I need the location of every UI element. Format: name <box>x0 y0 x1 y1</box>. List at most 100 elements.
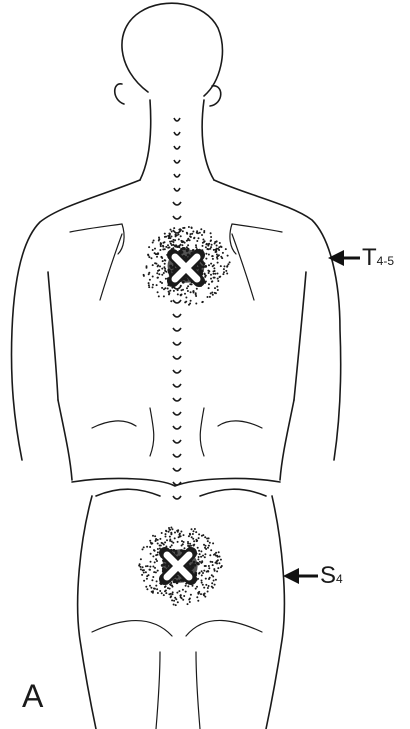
stipple-dot <box>199 553 201 555</box>
stipple-dot <box>177 293 179 295</box>
head <box>115 3 223 106</box>
stipple-dot <box>204 273 206 275</box>
stipple-dot <box>143 546 145 548</box>
stipple-dot <box>174 537 176 539</box>
stipple-dot <box>195 244 197 246</box>
stipple-dot <box>200 556 202 558</box>
stipple-dot <box>145 586 147 588</box>
stipple-dot <box>210 549 212 551</box>
vertebra-mark <box>173 384 181 387</box>
stipple-dot <box>143 275 145 277</box>
stipple-dot <box>214 273 216 275</box>
stipple-dot <box>192 231 194 233</box>
stipple-dot <box>197 558 199 560</box>
stipple-dot <box>165 530 167 532</box>
stipple-dot <box>209 248 211 250</box>
stipple-dot <box>152 264 154 266</box>
stipple-dot <box>155 585 157 587</box>
stipple-dot <box>179 595 181 597</box>
stipple-dot <box>176 530 178 532</box>
stipple-dot <box>155 571 157 573</box>
stipple-dot <box>146 578 148 580</box>
stipple-dot <box>214 243 216 245</box>
stipple-dot <box>214 584 216 586</box>
stipple-dot <box>174 239 176 241</box>
stipple-dot <box>180 535 182 537</box>
stipple-dot <box>198 556 200 558</box>
stipple-dot <box>221 246 223 248</box>
stipple-dot <box>222 252 224 254</box>
stipple-dot <box>225 248 227 250</box>
stipple-dot <box>181 540 183 542</box>
stipple-dot <box>168 531 170 533</box>
stipple-dot <box>148 286 150 288</box>
stipple-dot <box>202 301 204 303</box>
stipple-dot <box>212 294 214 296</box>
arrow-s4-icon <box>283 568 318 584</box>
stipple-dot <box>207 270 209 272</box>
stipple-dot <box>155 263 157 265</box>
stipple-dot <box>218 254 220 256</box>
stipple-dot <box>208 254 210 256</box>
stipple-dot <box>174 532 176 534</box>
stipple-dot <box>205 258 207 260</box>
stipple-dot <box>189 601 191 603</box>
stipple-dot <box>152 555 154 557</box>
stipple-dot <box>175 234 177 236</box>
stipple-dot <box>154 550 156 552</box>
stipple-dot <box>149 546 151 548</box>
stipple-dot <box>172 528 174 530</box>
stipple-dot <box>217 278 219 280</box>
stipple-dot <box>217 567 219 569</box>
vertebra-mark <box>173 342 181 345</box>
stipple-dot <box>190 233 192 235</box>
stipple-dot <box>185 585 187 587</box>
stipple-dot <box>175 552 178 555</box>
stipple-dot <box>143 569 145 571</box>
stipple-dot <box>197 600 199 602</box>
stipple-dot <box>207 587 209 589</box>
stipple-dot <box>212 564 214 566</box>
stipple-dot <box>194 528 196 530</box>
stipple-dot <box>180 294 182 296</box>
stipple-dot <box>219 242 221 244</box>
stipple-dot <box>209 542 211 544</box>
stipple-dot <box>164 586 166 588</box>
stipple-dot <box>197 593 199 595</box>
stipple-dot <box>204 240 206 242</box>
stipple-dot <box>187 239 189 241</box>
stipple-dot <box>196 586 198 588</box>
stipple-dot <box>200 593 202 595</box>
stipple-dot <box>183 534 185 536</box>
stipple-dot <box>192 544 194 546</box>
stipple-dot <box>163 272 165 274</box>
stipple-dot <box>195 303 197 305</box>
vertebra-mark <box>174 118 180 121</box>
stipple-dot <box>163 563 166 566</box>
stipple-dot <box>165 592 167 594</box>
stipple-dot <box>213 580 215 582</box>
stipple-dot <box>172 542 174 544</box>
vertebra-mark <box>173 468 181 471</box>
stipple-dot <box>161 542 163 544</box>
x-cross-icon <box>170 252 202 284</box>
stipple-dot <box>152 284 154 286</box>
stipple-dot <box>216 570 218 572</box>
stipple-dot <box>152 249 154 251</box>
stipple-dot <box>213 277 215 279</box>
stipple-dot <box>177 601 179 603</box>
stipple-dot <box>150 542 152 544</box>
stipple-dot <box>150 553 152 555</box>
stipple-dot <box>181 550 184 553</box>
stipple-dot <box>202 239 204 241</box>
stipple-dot <box>192 533 194 535</box>
stipple-dot <box>158 295 160 297</box>
stipple-dot <box>177 289 179 291</box>
stipple-dot <box>178 245 180 247</box>
stipple-dot <box>169 546 171 548</box>
stipple-dot <box>157 551 159 553</box>
stipple-dot <box>161 287 163 289</box>
stipple-dot <box>148 273 150 275</box>
stipple-dot <box>210 236 212 238</box>
stipple-dot <box>171 599 173 601</box>
